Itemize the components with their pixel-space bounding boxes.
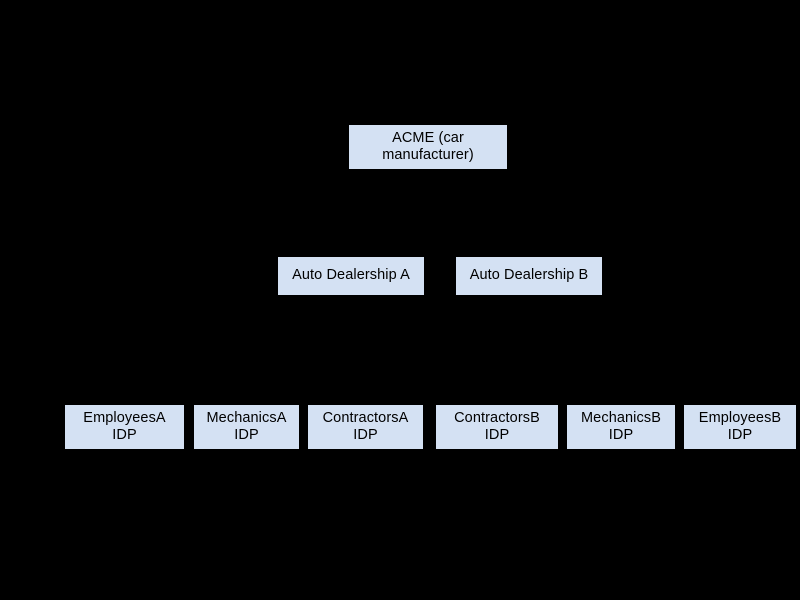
edge-dealership-a-to-contractorsa: [365, 354, 366, 404]
edge-dealership-b-stem: [529, 296, 530, 354]
node-contractorsa-idp[interactable]: ContractorsA IDP: [307, 404, 424, 450]
edge-dealership-b-to-contractorsb: [497, 354, 498, 404]
edge-dealership-a-bus: [124, 354, 366, 355]
edge-acme-stem: [428, 170, 429, 206]
node-employeesa-idp[interactable]: EmployeesA IDP: [64, 404, 185, 450]
node-mechanicsa-idp[interactable]: MechanicsA IDP: [193, 404, 300, 450]
node-dealership-a[interactable]: Auto Dealership A: [277, 256, 425, 296]
edge-acme-to-dealership-b: [529, 206, 530, 256]
node-employeesb-idp[interactable]: EmployeesB IDP: [683, 404, 797, 450]
node-mechanicsb-idp[interactable]: MechanicsB IDP: [566, 404, 676, 450]
edge-dealership-b-to-employeesb: [740, 354, 741, 404]
edge-dealership-a-to-mechanicsa: [246, 354, 247, 404]
node-contractorsb-idp[interactable]: ContractorsB IDP: [435, 404, 559, 450]
node-dealership-b[interactable]: Auto Dealership B: [455, 256, 603, 296]
edge-acme-bus: [351, 206, 529, 207]
edge-dealership-a-stem: [351, 296, 352, 354]
edge-dealership-b-to-mechanicsb: [621, 354, 622, 404]
node-acme[interactable]: ACME (car manufacturer): [348, 124, 508, 170]
edge-dealership-b-bus: [497, 354, 740, 355]
edge-acme-to-dealership-a: [351, 206, 352, 256]
edge-dealership-a-to-employeesa: [124, 354, 125, 404]
